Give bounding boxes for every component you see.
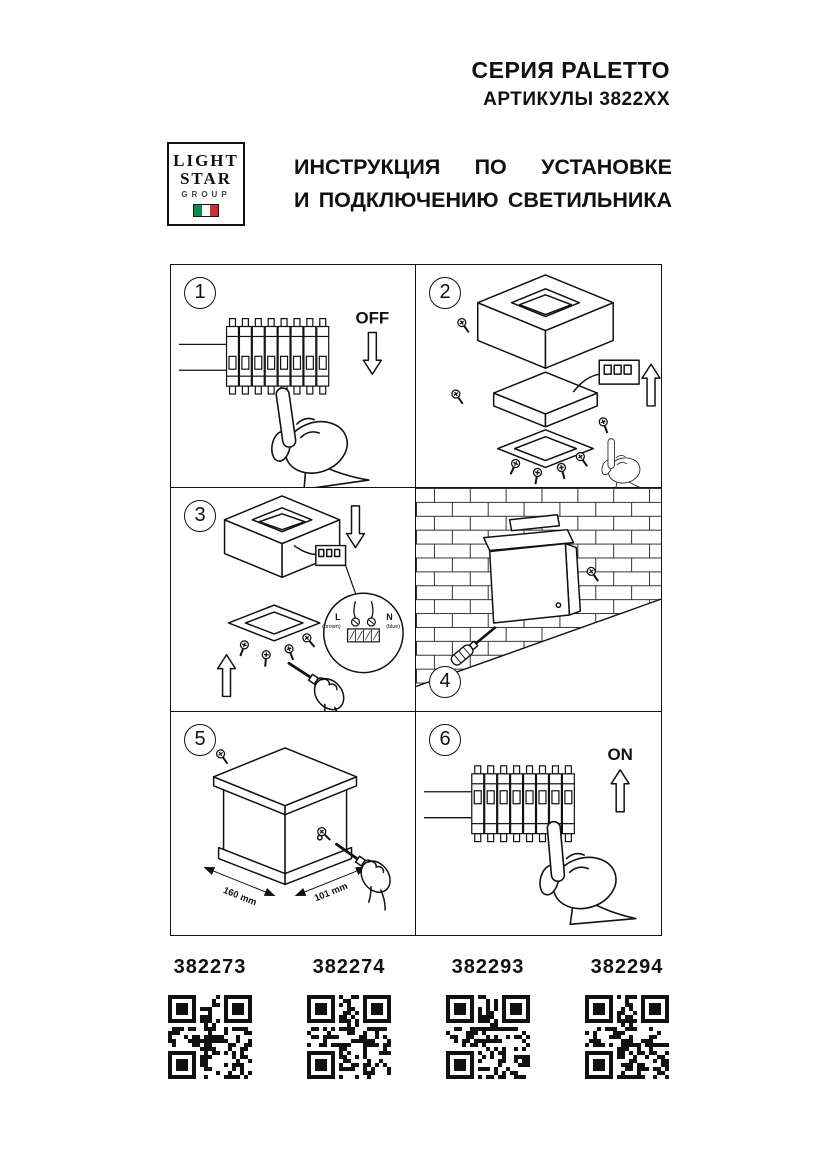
product-column: 382294 bbox=[568, 956, 686, 1084]
screw-icon bbox=[530, 466, 544, 486]
wiring-illustration: L (brown) N (blue) bbox=[216, 495, 404, 711]
flag-stripe-green bbox=[194, 205, 202, 216]
screw-icon bbox=[260, 649, 272, 669]
article-number: 382273 bbox=[173, 956, 247, 978]
breaker-off-illustration: OFF bbox=[178, 309, 389, 488]
circuit-breaker-row bbox=[227, 319, 329, 394]
lamp-body bbox=[212, 746, 358, 885]
screw-icon bbox=[235, 639, 251, 659]
article-number: 382294 bbox=[590, 956, 664, 978]
screw-icon bbox=[597, 415, 613, 436]
wire-n-color-label: (blue) bbox=[386, 624, 400, 630]
instruction-steps-grid: 1 OFF 2 bbox=[170, 264, 662, 936]
dimension-depth-label: 101 mm bbox=[313, 880, 350, 903]
product-column: 382274 bbox=[290, 956, 408, 1084]
step-number-badge: 4 bbox=[429, 665, 461, 698]
step-panel-4: 4 bbox=[416, 488, 661, 712]
page-title: ИНСТРУКЦИЯ ПО УСТАНОВКЕ И ПОДКЛЮЧЕНИЮ СВ… bbox=[294, 151, 672, 217]
mounted-lamp bbox=[482, 514, 582, 625]
screw-icon bbox=[282, 643, 298, 663]
up-arrow-icon bbox=[610, 768, 630, 813]
screw-icon bbox=[573, 450, 592, 470]
logo-word-light: LIGHT bbox=[173, 151, 239, 170]
step-number-badge: 1 bbox=[184, 277, 216, 309]
screw-icon bbox=[449, 387, 467, 408]
product-column: 382273 bbox=[151, 956, 269, 1084]
wiring-detail-magnifier: L (brown) N (blue) bbox=[322, 592, 404, 674]
title-line-2: И ПОДКЛЮЧЕНИЮ СВЕТИЛЬНИКА bbox=[294, 188, 672, 212]
step-number-badge: 2 bbox=[429, 277, 461, 309]
screw-icon bbox=[555, 461, 570, 482]
off-label: OFF bbox=[355, 309, 389, 328]
on-label: ON bbox=[607, 745, 632, 764]
logo-word-group: GROUP bbox=[181, 190, 231, 199]
product-column: 382293 bbox=[429, 956, 547, 1084]
wire-n-label: N bbox=[386, 612, 392, 622]
up-arrow-icon bbox=[216, 654, 237, 698]
screw-icon bbox=[300, 631, 319, 651]
product-qr-row: 382273 382274 382293 382294 bbox=[151, 956, 686, 1084]
exploded-assembly-illustration bbox=[449, 274, 661, 488]
step-panel-2: 2 bbox=[416, 265, 661, 489]
dimensions-illustration: 160 mm 101 mm bbox=[203, 746, 409, 914]
qr-code bbox=[307, 995, 391, 1079]
step-panel-1: 1 OFF bbox=[171, 265, 416, 489]
screw-icon bbox=[505, 457, 522, 477]
flag-stripe-red bbox=[210, 205, 218, 216]
wall-mount-illustration bbox=[416, 488, 661, 688]
down-arrow-icon bbox=[345, 505, 366, 549]
hand-pointing-icon bbox=[259, 377, 370, 488]
down-arrow-icon bbox=[362, 331, 383, 375]
qr-code bbox=[168, 995, 252, 1079]
italian-flag-icon bbox=[193, 204, 219, 217]
step-panel-5: 5 bbox=[171, 711, 416, 935]
qr-code bbox=[446, 995, 530, 1079]
breaker-on-illustration: ON bbox=[423, 745, 637, 928]
hand-pointing-icon bbox=[530, 814, 637, 928]
series-title: СЕРИЯ PALETTO bbox=[471, 57, 670, 83]
title-line-1: ИНСТРУКЦИЯ ПО УСТАНОВКЕ bbox=[294, 155, 672, 179]
wire-l-label: L bbox=[335, 612, 341, 622]
step-panel-3: 3 bbox=[171, 488, 416, 712]
step-number-badge: 3 bbox=[184, 500, 216, 533]
step-panel-6: 6 ON bbox=[416, 712, 661, 935]
lightstar-logo: LIGHT STAR GROUP bbox=[167, 142, 245, 226]
step-number-badge: 5 bbox=[184, 723, 216, 756]
logo-word-star: STAR bbox=[179, 169, 233, 188]
flag-stripe-white bbox=[202, 205, 210, 216]
hand-pointing-icon bbox=[599, 438, 649, 488]
qr-code bbox=[585, 995, 669, 1079]
articles-subtitle: АРТИКУЛЫ 3822XX bbox=[483, 89, 670, 110]
screw-icon bbox=[455, 316, 473, 336]
up-arrow-icon bbox=[641, 363, 661, 407]
article-number: 382274 bbox=[312, 956, 386, 978]
screw-icon bbox=[214, 746, 232, 767]
dimension-width-label: 160 mm bbox=[221, 885, 258, 908]
article-number: 382293 bbox=[451, 956, 525, 978]
wire-l-color-label: (brown) bbox=[322, 624, 341, 630]
step-number-badge: 6 bbox=[429, 723, 461, 756]
